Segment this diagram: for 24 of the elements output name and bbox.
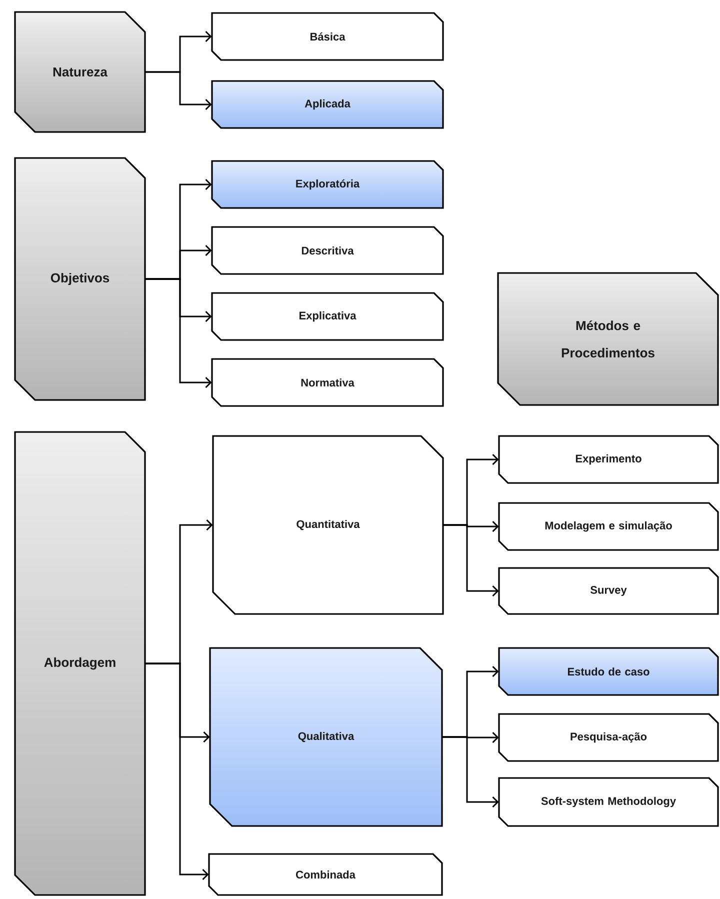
option-box: Survey: [498, 567, 719, 615]
category-box: Objetivos: [14, 157, 146, 401]
arrow: [145, 662, 209, 880]
arrow: [145, 278, 212, 388]
category-box: Abordagem: [14, 431, 146, 896]
arrow: [145, 71, 212, 110]
arrow: [443, 524, 499, 597]
highlighted-option-box: Aplicada: [211, 80, 444, 129]
option-box: Pesquisa-ação: [498, 713, 719, 762]
option-box: Soft-system Methodology: [498, 777, 719, 827]
highlighted-option-box: Estudo de caso: [498, 647, 719, 696]
option-box: Básica: [211, 12, 444, 61]
option-box: Normativa: [211, 358, 444, 407]
option-box: Descritiva: [211, 226, 444, 275]
highlighted-option-box: Qualitativa: [209, 647, 443, 827]
option-box: Experimento: [498, 435, 719, 484]
option-box: Quantitativa: [212, 435, 444, 615]
highlighted-option-box: Exploratória: [211, 160, 444, 209]
option-box: Combinada: [208, 853, 443, 896]
category-box: Métodos e Procedimentos: [497, 272, 719, 406]
arrow: [442, 736, 499, 808]
option-box: Modelagem e simulação: [498, 502, 719, 551]
category-box: Natureza: [14, 11, 146, 133]
option-box: Explicativa: [211, 292, 444, 341]
